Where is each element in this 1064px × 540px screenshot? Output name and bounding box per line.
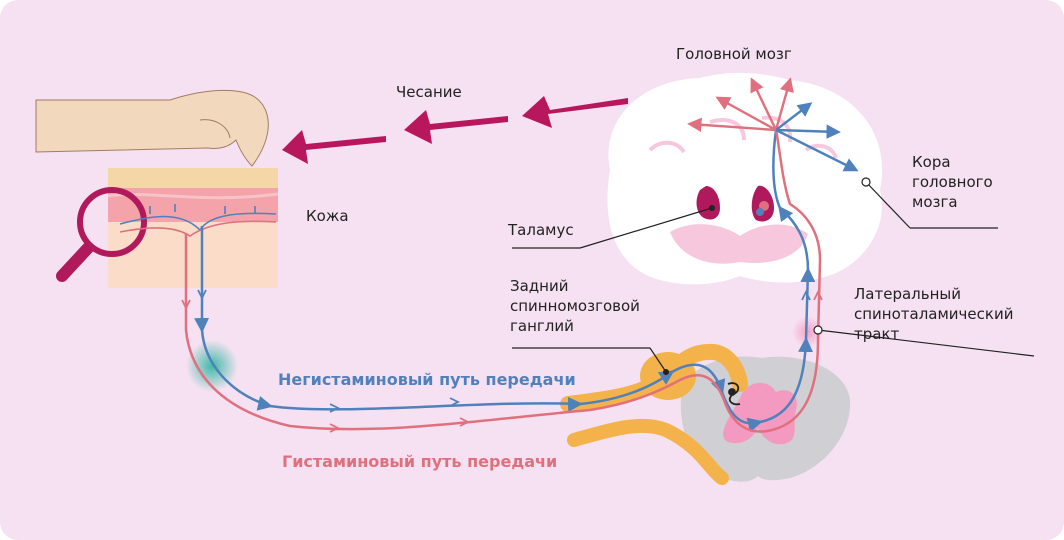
- cortex-projections: [687, 77, 859, 172]
- label-ganglion: Задний спинномозговой ганглий: [510, 277, 640, 335]
- label-nonhistamine-path: Негистаминовый путь передачи: [278, 370, 576, 389]
- label-scratching: Чесание: [396, 83, 462, 101]
- leader-lines: [512, 181, 1035, 373]
- cortex-pointer-dot: [861, 177, 871, 187]
- magnifier-icon: [56, 187, 147, 282]
- thalamus-pointer-dot: [709, 205, 715, 211]
- hand-icon: [35, 89, 269, 167]
- thalamus-activation-blue: [756, 208, 764, 216]
- skin-block: [107, 168, 279, 288]
- pathway-chevrons: [181, 289, 823, 433]
- label-skin: Кожа: [306, 207, 349, 225]
- tract-pointer-dot: [813, 325, 823, 335]
- scratch-arrows: [282, 96, 628, 164]
- label-thalamus: Таламус: [508, 221, 574, 239]
- nonhistamine-pathway-line: [194, 129, 816, 433]
- histamine-pathway-line: [184, 129, 822, 433]
- label-histamine-path: Гистаминовый путь передачи: [282, 452, 558, 471]
- label-tract: Латеральный спиноталамический тракт: [854, 285, 1014, 343]
- label-cortex: Кора головного мозга: [912, 153, 993, 211]
- ganglion-pointer-dot: [663, 369, 669, 375]
- brain-icon: [607, 72, 883, 285]
- label-brain: Головной мозг: [676, 45, 792, 63]
- synapse-icon: [727, 382, 741, 406]
